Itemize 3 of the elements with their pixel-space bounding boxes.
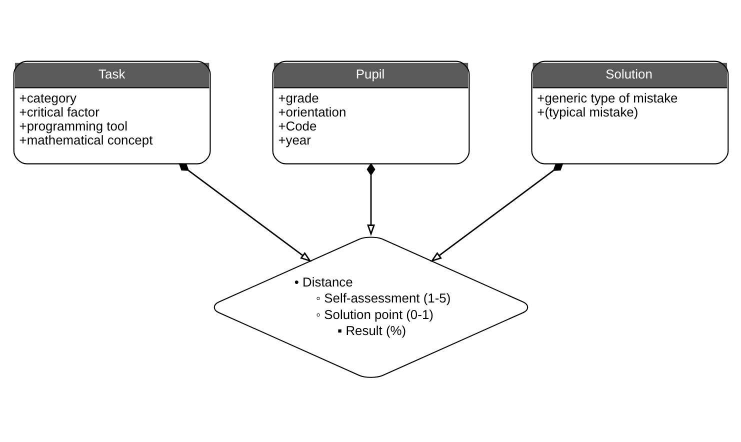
arrow <box>178 163 312 262</box>
arrow <box>366 162 375 236</box>
arrow <box>430 163 563 262</box>
